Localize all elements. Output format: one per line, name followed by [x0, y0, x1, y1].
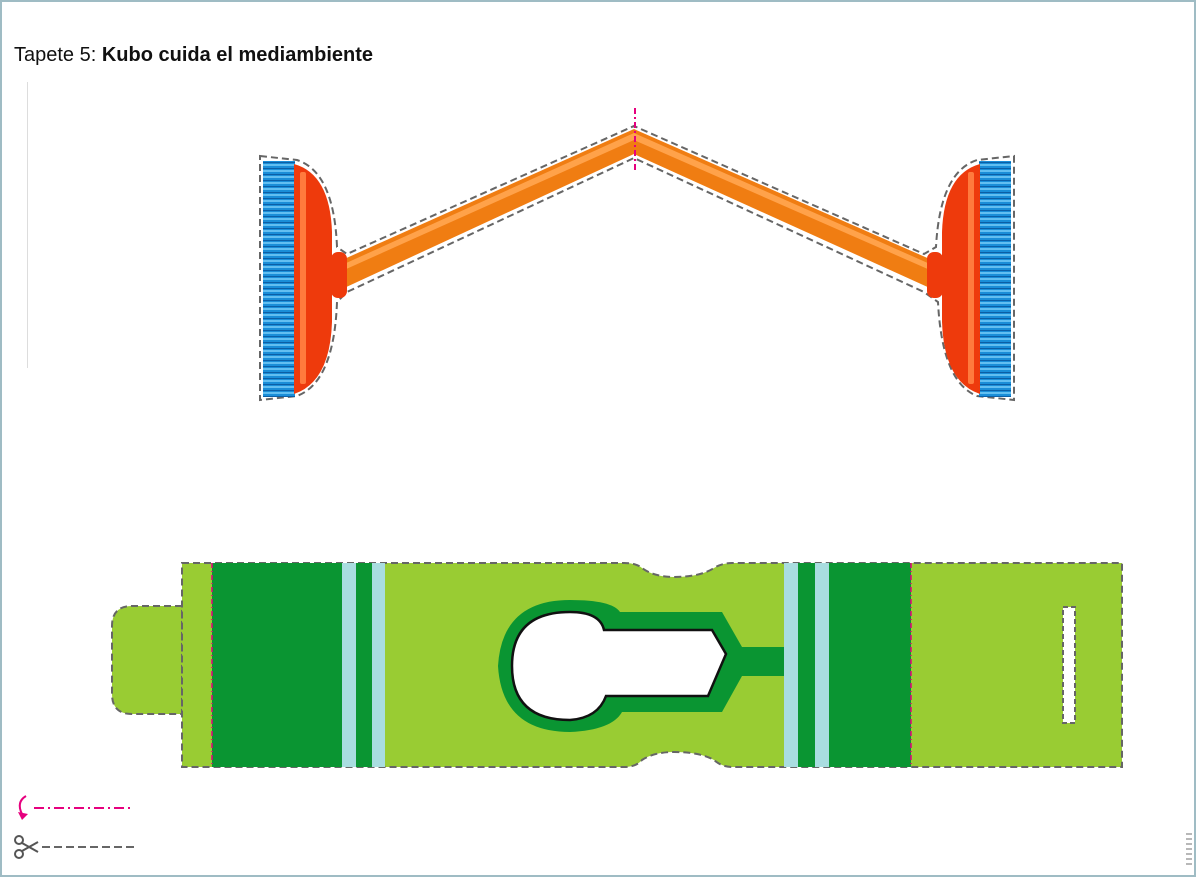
band-right-light-stripe-2 [815, 563, 829, 767]
broom-cutout [259, 108, 1015, 402]
margin-rule [27, 82, 28, 368]
band-cutout [111, 562, 1123, 768]
band-tab [111, 605, 183, 715]
band-right-dark-stripe [798, 563, 815, 767]
broom-cut-outline [259, 124, 1015, 402]
left-broom-ferrule [331, 252, 347, 298]
legend-cut [12, 832, 142, 862]
legend-fold [12, 790, 142, 820]
band-right-dark [829, 563, 911, 767]
margin-note [1186, 833, 1192, 867]
fold-arrow-icon [18, 795, 28, 820]
page-title: Tapete 5: Kubo cuida el mediambiente [14, 44, 373, 67]
title-prefix: Tapete 5: [14, 44, 102, 66]
right-broom-ferrule [927, 252, 943, 298]
band-slot [1062, 606, 1076, 724]
right-broom-trim [968, 172, 974, 384]
band-left-dark-stripe [356, 563, 372, 767]
broom-handle-left-highlight [344, 133, 634, 270]
right-broom-bristles [979, 161, 1011, 397]
left-broom-trim [300, 172, 306, 384]
scissors-icon [14, 835, 39, 859]
band-left-light-stripe-1 [342, 563, 356, 767]
left-broom-block [294, 164, 332, 394]
broom-handle-right-highlight [634, 133, 930, 270]
left-broom-bristles [263, 161, 295, 397]
title-bold: Kubo cuida el mediambiente [101, 44, 374, 66]
band-left-light-stripe-2 [372, 563, 385, 767]
band-left-dark [212, 563, 342, 767]
keyhole-hole [510, 610, 728, 722]
band-right-light-stripe-1 [784, 563, 798, 767]
